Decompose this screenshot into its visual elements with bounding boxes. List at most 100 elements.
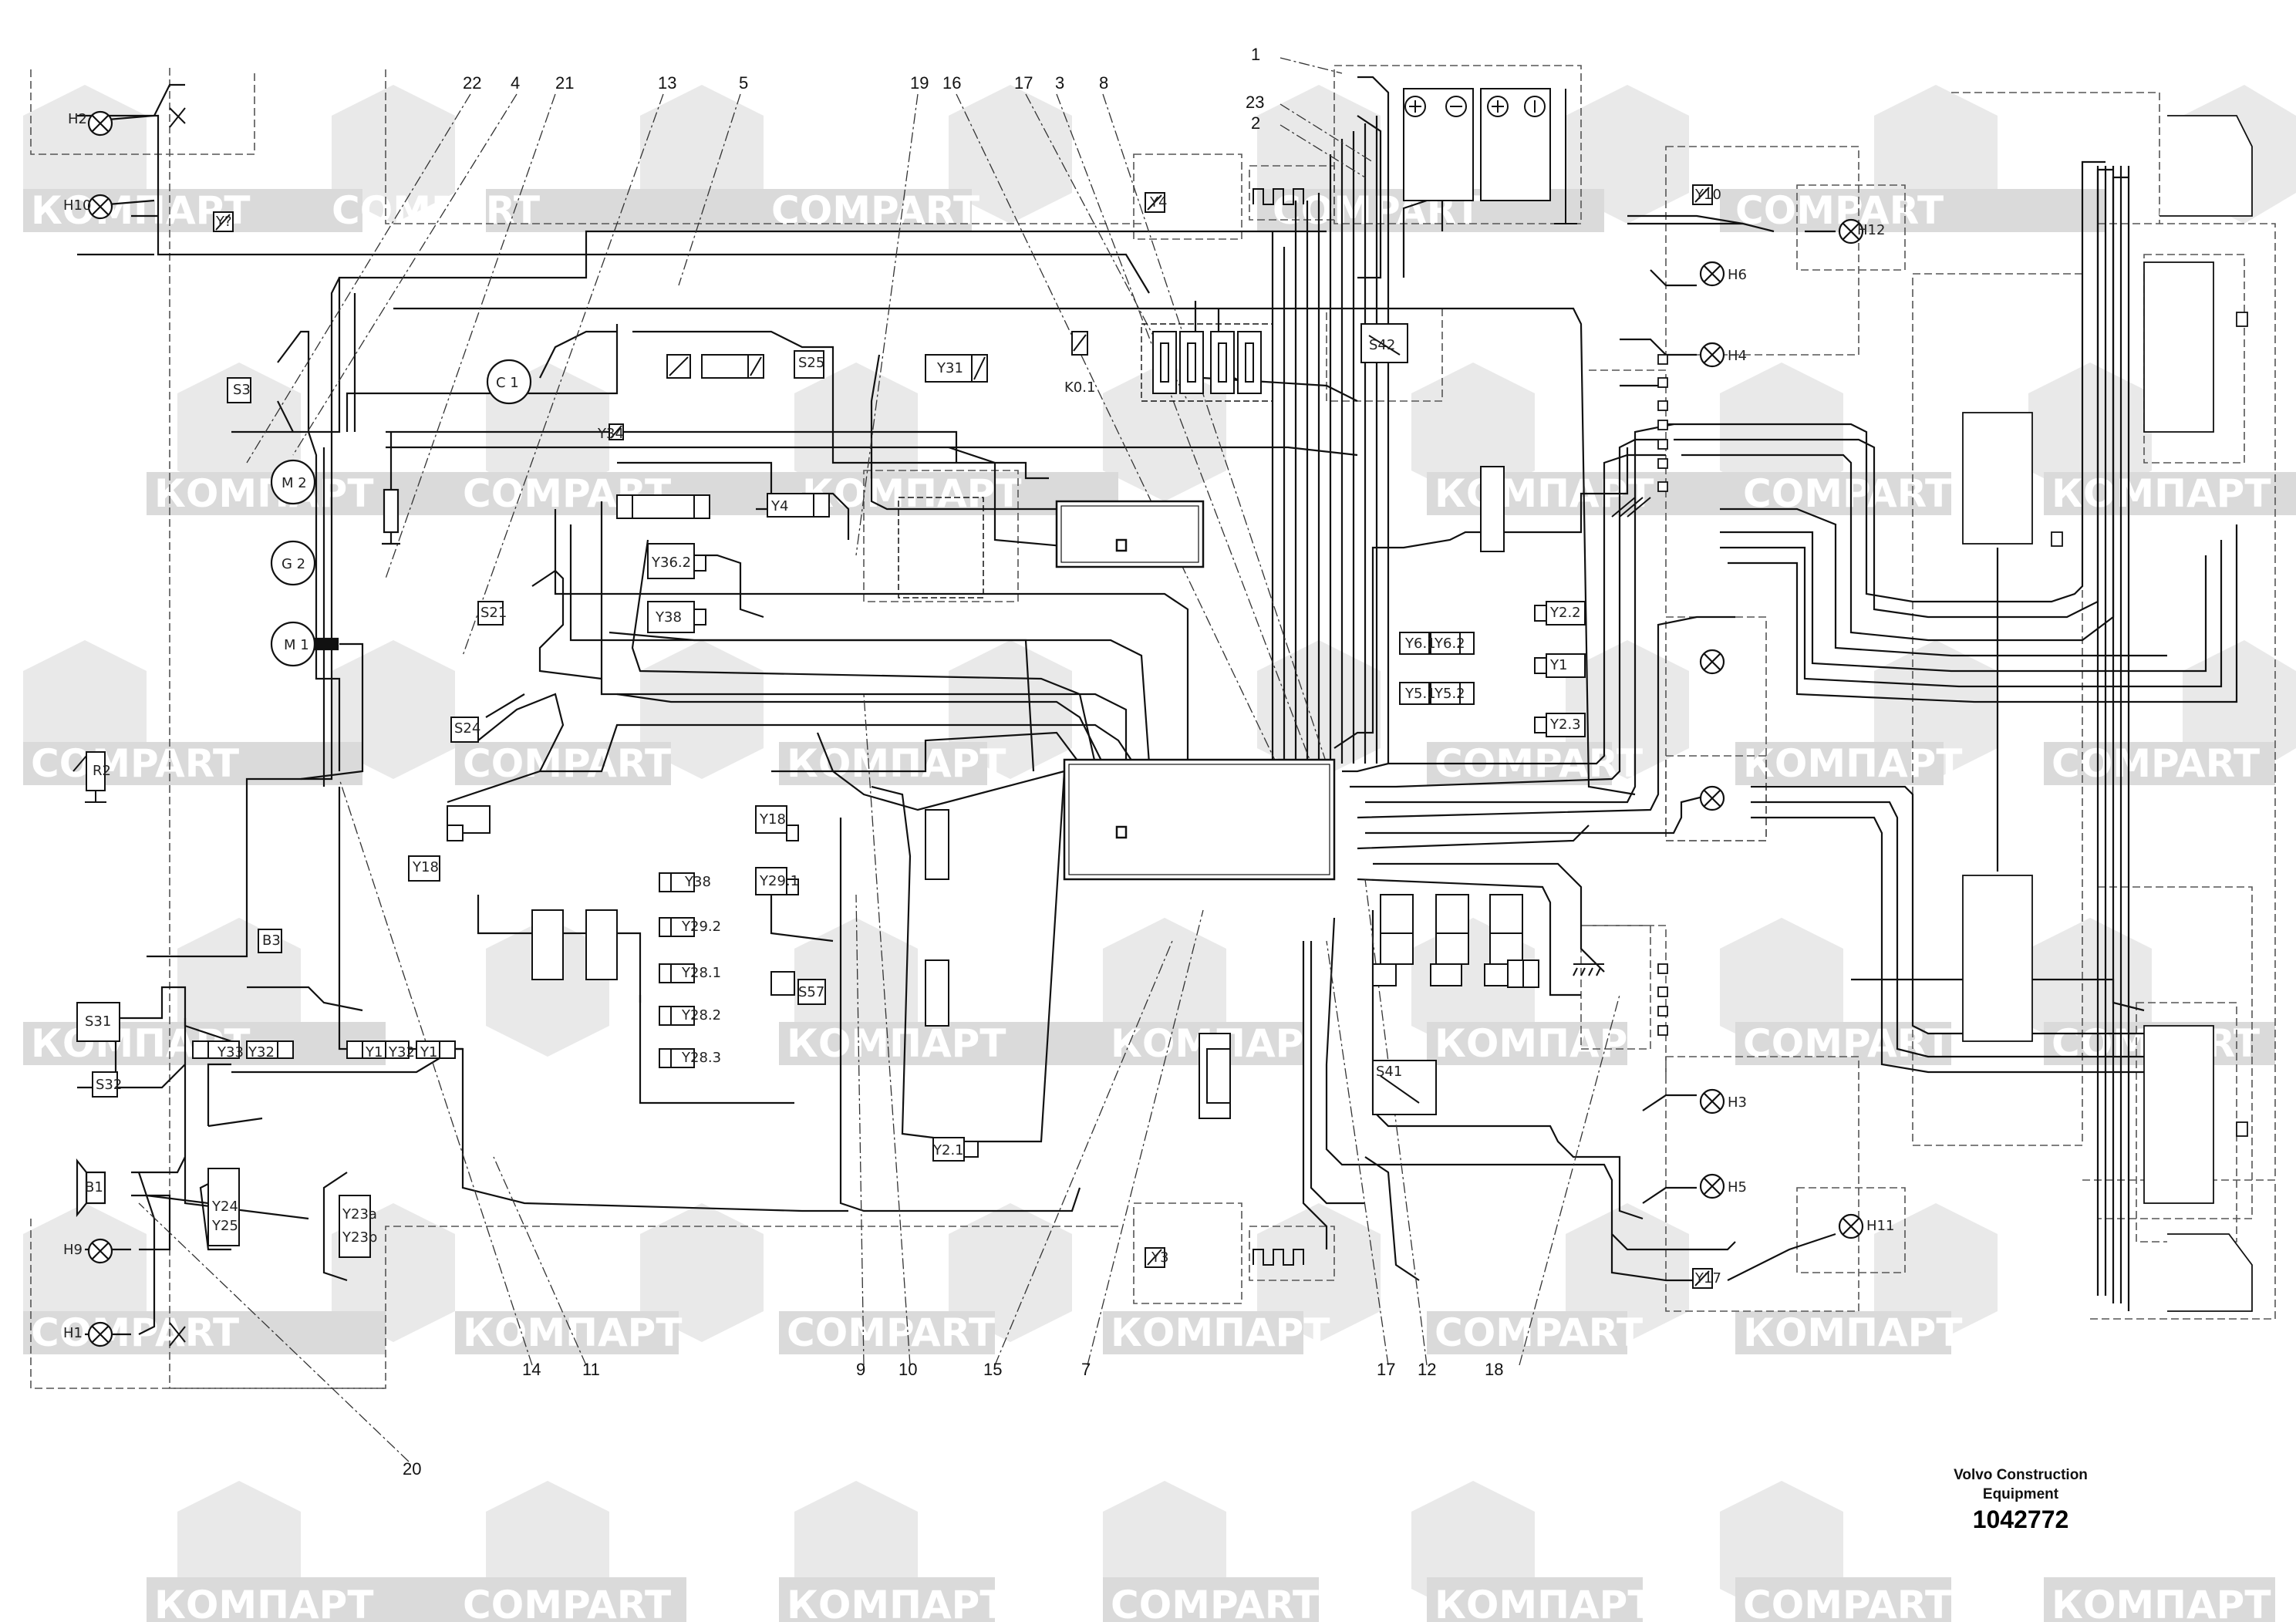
watermark-word: КОМПАРТ: [787, 1021, 1006, 1066]
callout-bottom-10: 10: [899, 1360, 917, 1379]
callout-bottom-18: 18: [1485, 1360, 1503, 1379]
svg-text:Y1: Y1: [365, 1044, 383, 1061]
svg-text:Y36.2: Y36.2: [651, 555, 691, 571]
connector-stack: [1199, 323, 1523, 1119]
watermark-word: КОМПАРТ: [1435, 1021, 1654, 1066]
svg-text:M 2: M 2: [282, 475, 307, 491]
svg-text:Y23a: Y23a: [342, 1206, 377, 1222]
callout-top-19: 19: [910, 73, 929, 93]
svg-text:Y5.2: Y5.2: [1434, 686, 1465, 702]
svg-text:H1: H1: [63, 1325, 83, 1341]
svg-text:Y23b: Y23b: [342, 1229, 377, 1246]
svg-text:Y29.2: Y29.2: [681, 919, 721, 935]
callout-numbers: 22 4 21 13 5 19 16 17 3 8 1 23 2 14 11 9…: [403, 45, 1503, 1479]
svg-text:Y38: Y38: [684, 874, 711, 890]
svg-text:S24: S24: [454, 720, 480, 737]
lamp-h12-icon: [1838, 218, 1864, 244]
svg-text:M 1: M 1: [284, 637, 309, 653]
svg-text:K0.1: K0.1: [1064, 379, 1095, 396]
lamp-h1-icon: [87, 1321, 113, 1347]
generator-g2-icon: [270, 540, 316, 586]
connector-pins: [1657, 354, 1668, 1036]
svg-text:C 1: C 1: [496, 375, 519, 391]
watermark-word: COMPART: [2052, 741, 2260, 786]
callout-top-3: 3: [1055, 73, 1064, 93]
callout-bottom-17: 17: [1377, 1360, 1395, 1379]
part-number: 1042772: [1972, 1506, 2069, 1533]
lamp-h10-icon: [87, 194, 113, 220]
svg-text:B1: B1: [85, 1179, 103, 1195]
callout-bottom-11: 11: [582, 1360, 600, 1379]
callout-top-1: 1: [1251, 45, 1260, 64]
watermark-word: КОМПАРТ: [2052, 471, 2271, 516]
callout-bottom-15: 15: [983, 1360, 1002, 1379]
watermark-word: COMPART: [1743, 1583, 1951, 1622]
svg-text:Y2.3: Y2.3: [1549, 717, 1581, 733]
resistor-icon: [383, 488, 400, 534]
lamp-h3-icon: [1699, 1088, 1725, 1114]
svg-text:Y25: Y25: [211, 1218, 238, 1234]
watermark-word: COMPART: [31, 1310, 239, 1355]
svg-text:Y33: Y33: [217, 1044, 244, 1061]
svg-text:Y32: Y32: [388, 1044, 415, 1061]
watermark-word: COMPART: [771, 188, 979, 233]
svg-text:S25: S25: [798, 355, 824, 371]
watermark-word: COMPART: [1735, 188, 1944, 233]
right-cab-blocks: [1962, 115, 2253, 1312]
compressor-c1-icon: [486, 359, 532, 405]
svg-text:R2: R2: [93, 763, 111, 779]
watermark-word: COMPART: [1743, 1021, 1951, 1066]
company-name: Volvo Construction Equipment: [1905, 1465, 2136, 1504]
lamp-h4-icon: [1699, 342, 1725, 368]
svg-text:Y28.1: Y28.1: [681, 965, 721, 981]
svg-text:Y?: Y?: [215, 214, 232, 230]
svg-text:H6: H6: [1728, 267, 1747, 283]
callout-bottom-14: 14: [522, 1360, 541, 1379]
watermark-layer: КОМПАРТ COMPART COMPART COMPART COMPART КОМПА…: [23, 85, 2296, 1622]
svg-text:H2: H2: [68, 111, 87, 127]
callout-top-5: 5: [739, 73, 748, 93]
lamp-mid1-icon: [1699, 649, 1725, 675]
company-line-2: Equipment: [1982, 1486, 2059, 1502]
callout-top-8: 8: [1099, 73, 1108, 93]
svg-text:Y28.3: Y28.3: [681, 1050, 721, 1066]
valve-symbols: [192, 184, 1713, 1289]
company-line-1: Volvo Construction: [1954, 1467, 2088, 1483]
watermark-word: COMPART: [1111, 1583, 1319, 1622]
svg-text:Y10: Y10: [1694, 187, 1721, 203]
component-labels: H2 H10 H9 H1 Y? S3 M 2 G 2 M 1 C 1 S21 S…: [63, 111, 1894, 1341]
pulse-symbols: [1253, 188, 1304, 1266]
battery-block: [1403, 88, 1577, 224]
svg-text:Y2.1: Y2.1: [932, 1142, 964, 1158]
watermark-word: COMPART: [463, 1583, 671, 1622]
horn-b1-icon: [76, 1158, 106, 1218]
svg-text:H3: H3: [1728, 1094, 1747, 1111]
watermark-word: COMPART: [31, 741, 239, 786]
callout-top-16: 16: [942, 73, 961, 93]
svg-text:H4: H4: [1728, 348, 1747, 364]
svg-text:H5: H5: [1728, 1179, 1747, 1195]
motor-m2-icon: [270, 459, 316, 505]
lamp-h2-icon: [87, 110, 113, 137]
watermark-word: КОМПАРТ: [463, 1310, 682, 1355]
wire-harness: [77, 76, 2238, 1336]
callout-bottom-20: 20: [403, 1459, 421, 1479]
ground-symbols: [169, 107, 1651, 1347]
lamp-h11-icon: [1838, 1213, 1864, 1239]
callout-top-13: 13: [658, 73, 676, 93]
watermark-word: КОМПАРТ: [787, 1583, 1006, 1622]
svg-text:Y31: Y31: [936, 360, 963, 376]
callout-leaders: [138, 57, 1620, 1462]
callout-bottom-9: 9: [856, 1360, 865, 1379]
svg-text:Y34: Y34: [597, 426, 624, 442]
watermark-word: COMPART: [787, 1310, 995, 1355]
svg-text:Y3: Y3: [1151, 1249, 1168, 1266]
watermark-word: COMPART: [463, 741, 671, 786]
callout-top-22: 22: [463, 73, 481, 93]
svg-text:S32: S32: [96, 1077, 122, 1093]
motor-symbols: [270, 359, 532, 667]
svg-text:Y28.2: Y28.2: [681, 1007, 721, 1023]
svg-text:S21: S21: [480, 605, 507, 621]
lamp-h6-icon: [1699, 261, 1725, 287]
svg-text:Y18: Y18: [759, 811, 786, 828]
